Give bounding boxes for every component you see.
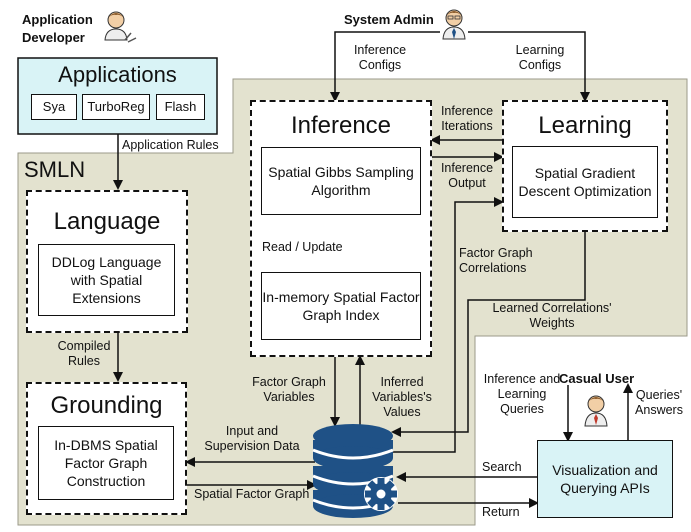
input-supervision-label: Input and Supervision Data [204,424,300,453]
ddlog-box: DDLog Language with Spatial Extensions [38,244,175,316]
app-developer-label: Application Developer [22,12,93,45]
construction-box: In-DBMS Spatial Factor Graph Constructio… [38,426,174,500]
app-item-flash[interactable]: Flash [156,94,205,120]
app-item-turboreg[interactable]: TurboReg [82,94,150,120]
factor-graph-correlations-arrow [393,197,504,453]
inference-title: Inference [290,112,392,139]
learning-configs-arrow [468,31,590,102]
spatial-factor-graph-label: Spatial Factor Graph [194,487,310,501]
inference-configs-arrow [330,31,440,102]
factor-graph-correlations-label: Factor Graph Correlations [459,246,533,275]
factor-graph-variables-label: Factor Graph Variables [252,375,326,404]
viz-querying-box[interactable]: Visualization and Querying APIs [537,440,673,518]
inference-configs-label: Inference Configs [353,43,407,72]
casual-user-label: Casual User [559,371,635,386]
queries-answers-label: Queries' Answers [635,388,683,417]
search-label: Search [482,460,522,474]
application-rules-label: Application Rules [122,138,219,152]
learning-configs-label: Learning Configs [515,43,565,72]
gear-icon [364,477,398,511]
compiled-rules-label: Compiled Rules [57,339,111,368]
grounding-box: Grounding In-DBMS Spatial Factor Graph C… [26,382,187,515]
grounding-title: Grounding [50,392,163,419]
applications-title: Applications [58,62,177,87]
language-title: Language [53,208,161,235]
casual-user-avatar-icon [584,395,608,427]
return-label: Return [482,505,520,519]
system-admin-label: System Admin [344,12,434,27]
inference-iterations-label: Inference Iterations [440,104,494,133]
inference-box: Inference Spatial Gibbs Sampling Algorit… [250,100,432,357]
inference-learning-queries-label: Inference and Learning Queries [483,372,561,416]
language-box: Language DDLog Language with Spatial Ext… [26,190,188,333]
applications-box: Applications Sya TurboReg Flash [18,58,217,134]
smln-label: SMLN [24,157,86,182]
app-developer-avatar-icon [104,11,137,43]
database-icon [312,424,394,518]
spatial-index-box: In-memory Spatial Factor Graph Index [261,272,421,340]
read-update-label: Read / Update [262,240,343,254]
inference-output-label: Inference Output [440,161,494,190]
learning-title: Learning [538,112,632,139]
system-admin-avatar-icon [442,9,466,40]
inferred-values-label: Inferred Variables's Values [372,375,432,419]
app-item-sya[interactable]: Sya [31,94,77,120]
learned-weights-arrow [391,232,586,437]
learned-weights-label: Learned Correlations' Weights [492,301,612,330]
gradient-descent-box: Spatial Gradient Descent Optimization [512,146,658,218]
learning-box: Learning Spatial Gradient Descent Optimi… [502,100,668,232]
gibbs-sampling-box: Spatial Gibbs Sampling Algorithm [261,147,421,215]
